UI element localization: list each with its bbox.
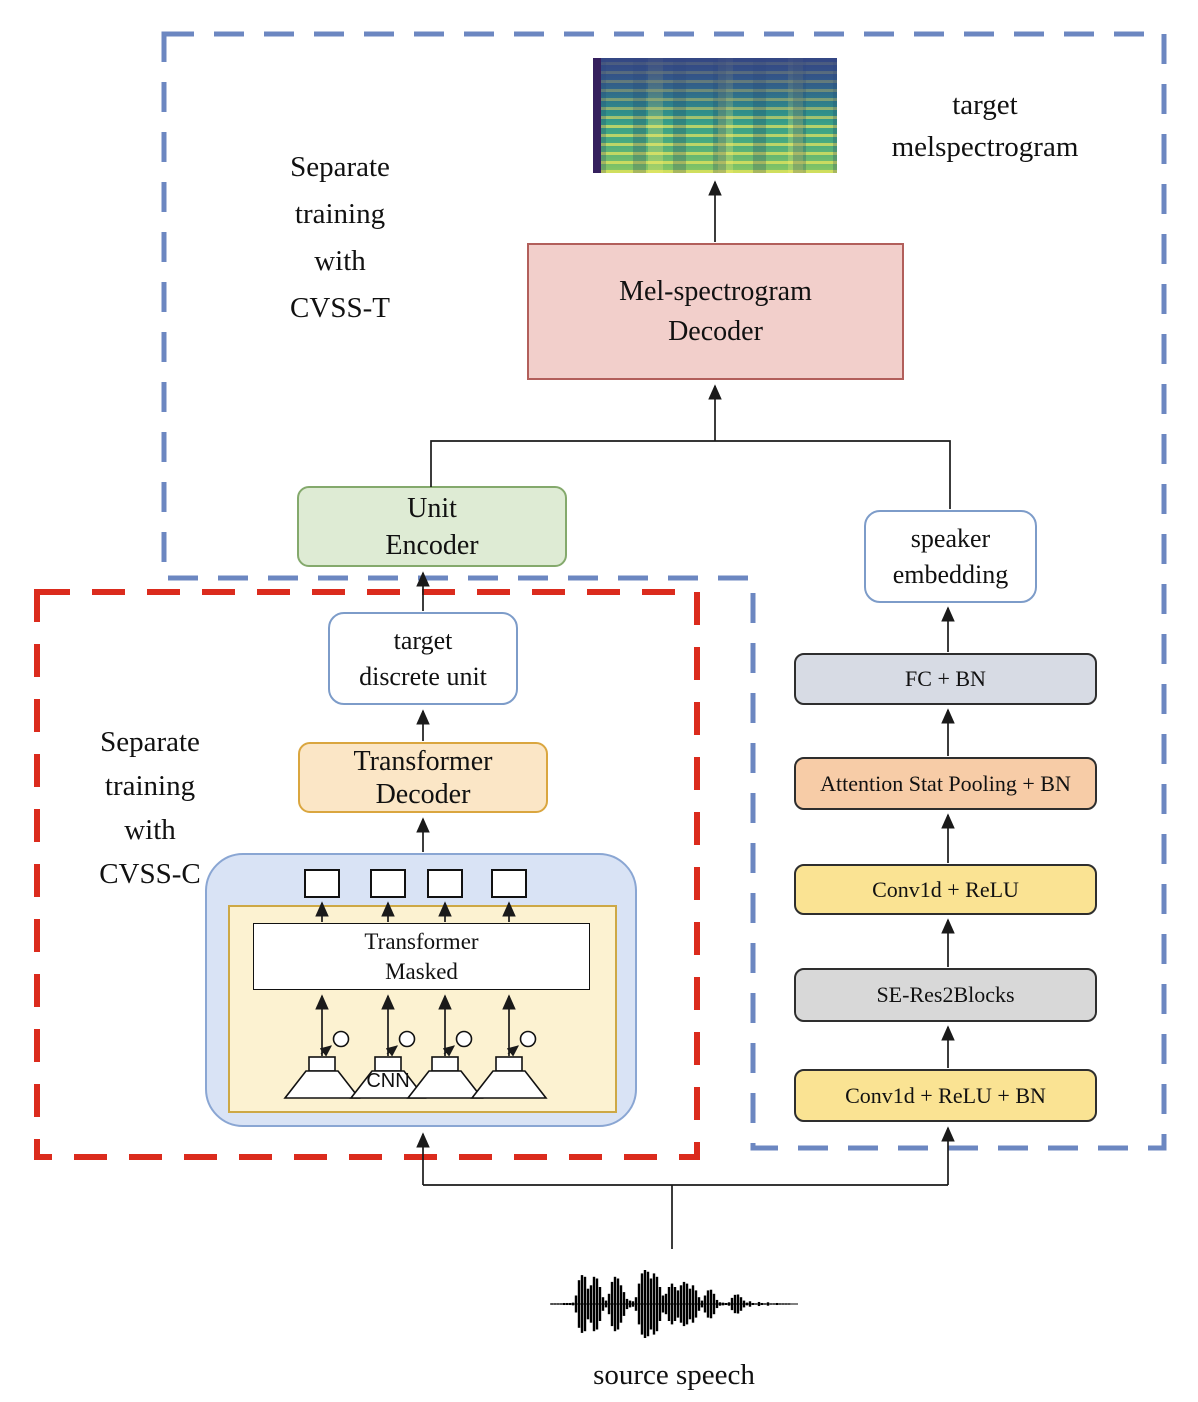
mel-spectrogram-decoder-box: Mel-spectrogram Decoder	[527, 243, 904, 380]
fc-bn-label: FC + BN	[905, 666, 986, 691]
source-speech-waveform	[548, 1268, 800, 1340]
source-speech-text: source speech	[593, 1359, 755, 1391]
masked-transformer-line: Transformer	[364, 928, 479, 954]
conv1d-relu-bn-label: Conv1d + ReLU + BN	[845, 1082, 1046, 1108]
cvss-t-label-line: CVSS-T	[290, 292, 390, 324]
unit-encoder-box: Unit Encoder	[297, 486, 567, 567]
source-speech-label: source speech	[554, 1352, 794, 1399]
cvss-t-label-line: Separate	[290, 151, 390, 183]
speaker-embedding-box: speaker embedding	[864, 510, 1037, 603]
cvss-c-label-line: CVSS-C	[99, 858, 201, 890]
cvss-c-label-line: with	[124, 814, 176, 846]
transformer-decoder-box: Transformer Decoder	[298, 742, 548, 813]
target-melspectrogram-label-line: target	[952, 89, 1018, 121]
cvss-t-label-line: with	[314, 245, 366, 277]
unit-encoder-line: Unit	[407, 492, 457, 524]
cvss-t-region-label: Separate training with CVSS-T	[220, 144, 460, 332]
speaker-embedding-line: speaker	[910, 523, 991, 553]
speaker-embedding-line: embedding	[892, 559, 1009, 589]
masked-transformer-line: Masked	[385, 958, 458, 984]
conv1d-relu-label: Conv1d + ReLU	[872, 876, 1019, 902]
se-res2blocks-box: SE-Res2Blocks	[794, 968, 1097, 1022]
waveform-svg	[550, 1270, 798, 1338]
transformer-decoder-line: Decoder	[375, 778, 471, 810]
cvss-c-label-line: training	[104, 770, 196, 802]
attention-stat-pooling-label: Attention Stat Pooling + BN	[820, 770, 1071, 796]
target-melspectrogram-image	[593, 58, 837, 173]
fc-bn-box: FC + BN	[794, 653, 1097, 705]
attention-stat-pooling-box: Attention Stat Pooling + BN	[794, 757, 1097, 810]
target-melspectrogram-label-line: melspectrogram	[891, 131, 1079, 163]
unit-encoder-line: Encoder	[385, 529, 479, 561]
target-discrete-unit-line: target	[393, 625, 453, 655]
target-discrete-unit-line: discrete unit	[359, 661, 487, 691]
mel-spectrogram-decoder-line: Decoder	[668, 315, 763, 347]
se-res2blocks-label: SE-Res2Blocks	[876, 982, 1015, 1007]
conv1d-relu-box: Conv1d + ReLU	[794, 864, 1097, 915]
conv1d-relu-bn-box: Conv1d + ReLU + BN	[794, 1069, 1097, 1122]
cvss-c-label-line: Separate	[100, 726, 200, 758]
cvss-t-label-line: training	[294, 198, 386, 230]
masked-transformer-box: Transformer Masked	[253, 923, 590, 990]
cnn-label: CNN	[366, 1070, 410, 1092]
target-discrete-unit-box: target discrete unit	[328, 612, 518, 705]
mel-spectrogram-decoder-line: Mel-spectrogram	[619, 275, 812, 307]
transformer-decoder-line: Transformer	[353, 745, 493, 777]
target-melspectrogram-label: target melspectrogram	[860, 84, 1110, 168]
